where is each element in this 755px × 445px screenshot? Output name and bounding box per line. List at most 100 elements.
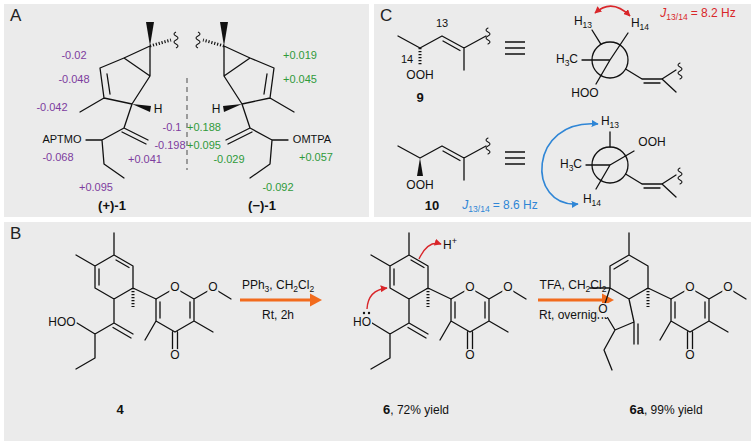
reaction-arrow bbox=[240, 299, 312, 302]
chem-label: HOO bbox=[571, 86, 598, 100]
chem-label: , 99% yield bbox=[644, 403, 703, 417]
chem-label: +0.095 bbox=[187, 139, 221, 151]
label-group: 10 bbox=[425, 199, 439, 214]
equivalence-sign bbox=[505, 42, 525, 164]
chem-label: 3 bbox=[569, 163, 574, 173]
chem-label: +0.019 bbox=[283, 49, 317, 61]
mosher-structure-plus bbox=[80, 22, 178, 178]
structure-6a bbox=[660, 288, 746, 354]
label-group: +0.188 bbox=[187, 121, 221, 135]
label-group: HO bbox=[352, 316, 372, 330]
label-group: O bbox=[684, 349, 695, 363]
reaction-arrow bbox=[538, 299, 604, 302]
newman-projection-9 bbox=[582, 30, 682, 92]
chem-label: -0.198 bbox=[154, 139, 185, 151]
reaction-arrow bbox=[240, 294, 322, 307]
label-group: H13 bbox=[600, 115, 620, 129]
structure-9 bbox=[486, 28, 490, 44]
chem-label: Cl bbox=[298, 278, 309, 292]
label-group: O bbox=[464, 281, 475, 295]
chem-label: O bbox=[465, 280, 474, 294]
chem-label: O bbox=[685, 280, 694, 294]
chem-label: -0.02 bbox=[61, 49, 86, 61]
structure-4 bbox=[76, 233, 156, 369]
label-group: HOO bbox=[47, 316, 76, 330]
chem-label: TFA, CH bbox=[540, 278, 586, 292]
chem-label: +0.045 bbox=[283, 73, 317, 85]
chem-label: H bbox=[583, 192, 592, 206]
chem-label: , 72% yield bbox=[390, 403, 449, 417]
hashed-bond bbox=[419, 48, 422, 66]
structure-10 bbox=[398, 138, 490, 180]
label-group: O bbox=[169, 349, 180, 363]
chem-label: -0.092 bbox=[262, 181, 293, 193]
label-group: (+)-1 bbox=[98, 199, 126, 214]
chem-label: +0.041 bbox=[128, 153, 162, 165]
structure-6 bbox=[440, 288, 526, 354]
chem-label: 14 bbox=[401, 53, 413, 65]
chem-label: J bbox=[660, 6, 666, 20]
structure-10 bbox=[417, 158, 423, 176]
structure-6 bbox=[371, 233, 451, 369]
coupling-arrow bbox=[542, 124, 598, 204]
label-group: TFA, CH2Cl2 bbox=[540, 279, 607, 293]
chem-label: J bbox=[462, 198, 468, 212]
label-group: +0.057 bbox=[299, 151, 333, 165]
label-group: O bbox=[207, 281, 218, 295]
label-group: O bbox=[464, 349, 475, 363]
chem-label: C bbox=[569, 52, 578, 66]
panel-letter: C bbox=[380, 6, 392, 26]
chem-label: O bbox=[685, 348, 694, 362]
chem-label: H bbox=[631, 16, 640, 30]
label-group: +0.095 bbox=[187, 139, 221, 153]
newman-projection-10 bbox=[678, 168, 682, 184]
chem-label: HO bbox=[353, 315, 371, 329]
chem-label: 13/14 bbox=[666, 12, 687, 22]
label-group: +0.045 bbox=[283, 73, 317, 87]
newman-projection-9 bbox=[582, 30, 676, 92]
label-group: 9 bbox=[416, 91, 423, 106]
chem-label: (−)-1 bbox=[248, 198, 276, 213]
label-group: -0.048 bbox=[58, 73, 89, 87]
label-group: (−)-1 bbox=[248, 199, 276, 214]
chem-label: + bbox=[452, 236, 457, 246]
structure-6a bbox=[590, 233, 671, 370]
label-group: -0.042 bbox=[36, 101, 67, 115]
structure-6 bbox=[363, 233, 526, 369]
mosher-structure-plus bbox=[80, 22, 178, 178]
chem-label: = 8.2 Hz bbox=[691, 6, 736, 20]
mosher-structure-minus bbox=[196, 22, 294, 178]
chem-label: 2 bbox=[602, 284, 607, 294]
chem-label: H bbox=[154, 102, 163, 116]
chem-label: 3 bbox=[565, 58, 570, 68]
chem-label: 13/14 bbox=[468, 204, 489, 214]
chem-label: 2 bbox=[586, 284, 591, 294]
label-group: +0.019 bbox=[283, 49, 317, 63]
label-group: 6a, 99% yield bbox=[629, 403, 702, 418]
chem-label: 6 bbox=[383, 402, 390, 417]
label-group: H3C bbox=[559, 158, 583, 172]
curly-arrow bbox=[367, 288, 387, 309]
chem-label: O bbox=[465, 348, 474, 362]
label-group: H3C bbox=[555, 53, 579, 67]
structure-6a bbox=[590, 233, 746, 370]
label-group: 4 bbox=[116, 403, 123, 418]
label-group: H+ bbox=[442, 239, 458, 253]
chem-label: H bbox=[212, 102, 221, 116]
label-group: -0.092 bbox=[262, 181, 293, 195]
chem-label: 4 bbox=[116, 402, 123, 417]
label-group: Rt, 2h bbox=[262, 309, 294, 323]
chem-label: +0.188 bbox=[187, 121, 221, 133]
newman-projection-9 bbox=[678, 63, 682, 79]
chem-label: +0.057 bbox=[299, 151, 333, 163]
chem-label: O bbox=[170, 348, 179, 362]
label-group: 13 bbox=[436, 17, 448, 31]
chem-label: O bbox=[598, 302, 607, 316]
chem-label: APTMO bbox=[42, 133, 81, 145]
label-group: H14 bbox=[582, 193, 602, 207]
label-group: H14 bbox=[630, 17, 650, 31]
chem-label: O bbox=[503, 280, 512, 294]
mosher-structure-minus bbox=[196, 22, 294, 178]
